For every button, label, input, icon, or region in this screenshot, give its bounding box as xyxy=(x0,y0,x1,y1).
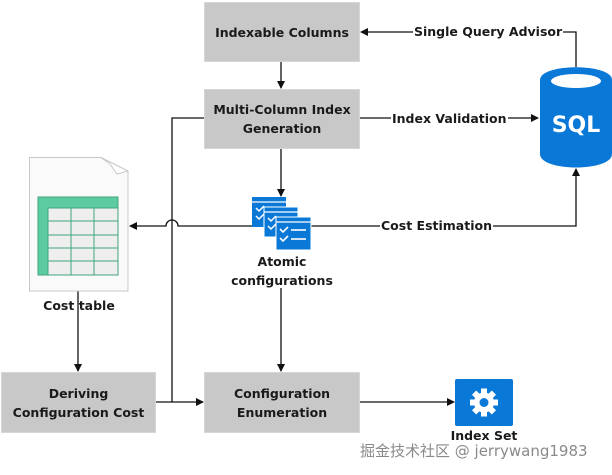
deriving-label-line1: Deriving xyxy=(48,385,109,401)
indexable-columns-label: Indexable Columns xyxy=(215,24,349,40)
cost-table-caption: Cost table xyxy=(43,298,115,313)
edge-atomic-to-cost-table xyxy=(129,219,252,230)
sql-database-icon[interactable]: SQL xyxy=(538,66,612,170)
single-query-advisor-label: Single Query Advisor xyxy=(413,24,564,40)
deriving-label-line2: Configuration Cost xyxy=(12,404,145,420)
atomic-label-line2: configurations xyxy=(231,273,333,288)
multi-column-label-line1: Multi-Column Index xyxy=(213,102,351,117)
index-validation-label: Index Validation xyxy=(391,111,508,127)
sql-label: SQL xyxy=(552,113,601,138)
config-enum-label-line2: Enumeration xyxy=(236,404,328,420)
cost-estimation-label: Cost Estimation xyxy=(380,218,493,234)
config-enum-label-line1: Configuration xyxy=(233,385,331,401)
atomic-configurations-caption: Atomic configurations xyxy=(222,252,342,290)
deriving-configuration-cost-box[interactable]: Deriving Configuration Cost xyxy=(1,372,156,433)
multi-column-index-generation-box[interactable]: Multi-Column Index Generation xyxy=(204,89,360,149)
atomic-configurations-checklist-icon[interactable] xyxy=(251,196,313,252)
multi-column-label-line2: Generation xyxy=(242,121,322,136)
index-set-caption: Index Set xyxy=(450,428,518,443)
indexable-columns-box[interactable]: Indexable Columns xyxy=(204,2,360,62)
atomic-label-line1: Atomic xyxy=(257,254,307,269)
configuration-enumeration-box[interactable]: Configuration Enumeration xyxy=(204,372,360,433)
edge-multicolumn-to-enumeration xyxy=(171,117,204,402)
cost-table-document-icon[interactable] xyxy=(28,156,130,293)
index-set-gear-icon[interactable] xyxy=(455,379,513,426)
watermark: 掘金技术社区 @ jerrywang1983 xyxy=(360,442,588,460)
